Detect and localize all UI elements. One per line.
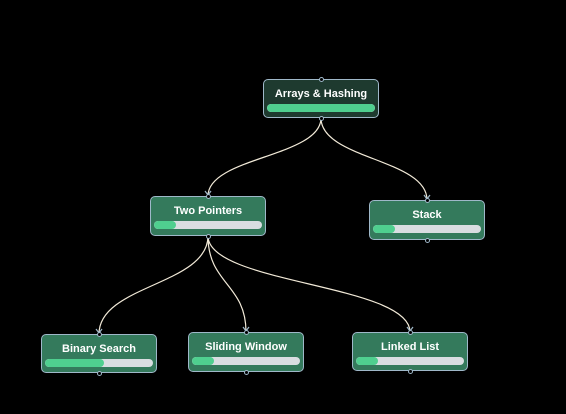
node-label: Binary Search <box>62 343 136 355</box>
progress-bar <box>45 359 153 367</box>
node-sliding-window[interactable]: Sliding Window <box>188 332 304 372</box>
input-handle[interactable] <box>318 76 324 82</box>
node-linked-list[interactable]: Linked List <box>352 332 468 371</box>
progress-fill <box>373 225 395 233</box>
output-handle[interactable] <box>243 369 249 375</box>
output-handle[interactable] <box>407 368 413 374</box>
node-label: Stack <box>412 209 442 221</box>
node-label: Two Pointers <box>173 205 243 217</box>
progress-bar <box>356 357 464 365</box>
input-handle[interactable] <box>407 329 413 335</box>
node-arrays-hashing[interactable]: Arrays & Hashing <box>263 79 379 118</box>
output-handle[interactable] <box>318 115 324 121</box>
edge-arrays-hashing-to-two-pointers <box>207 117 322 197</box>
edge-arrays-hashing-to-stack <box>320 117 428 201</box>
output-handle[interactable] <box>96 370 102 376</box>
progress-fill <box>154 221 176 229</box>
edge-two-pointers-to-linked-list <box>207 235 411 333</box>
progress-fill <box>192 357 214 365</box>
node-stack[interactable]: Stack <box>369 200 485 240</box>
progress-fill <box>267 104 375 112</box>
input-handle[interactable] <box>243 329 249 335</box>
output-handle[interactable] <box>205 233 211 239</box>
input-handle[interactable] <box>205 193 211 199</box>
input-handle[interactable] <box>424 197 430 203</box>
progress-bar <box>154 221 262 229</box>
progress-fill <box>356 357 378 365</box>
edge-two-pointers-to-sliding-window <box>207 235 247 333</box>
node-two-pointers[interactable]: Two Pointers <box>150 196 266 236</box>
edge-two-pointers-to-binary-search <box>98 235 209 335</box>
progress-bar <box>267 104 375 112</box>
progress-bar <box>192 357 300 365</box>
output-handle[interactable] <box>424 237 430 243</box>
progress-bar <box>373 225 481 233</box>
node-binary-search[interactable]: Binary Search <box>41 334 157 373</box>
input-handle[interactable] <box>96 331 102 337</box>
node-label: Sliding Window <box>205 341 287 353</box>
progress-fill <box>45 359 105 367</box>
node-label: Linked List <box>380 341 440 353</box>
node-label: Arrays & Hashing <box>274 88 368 100</box>
